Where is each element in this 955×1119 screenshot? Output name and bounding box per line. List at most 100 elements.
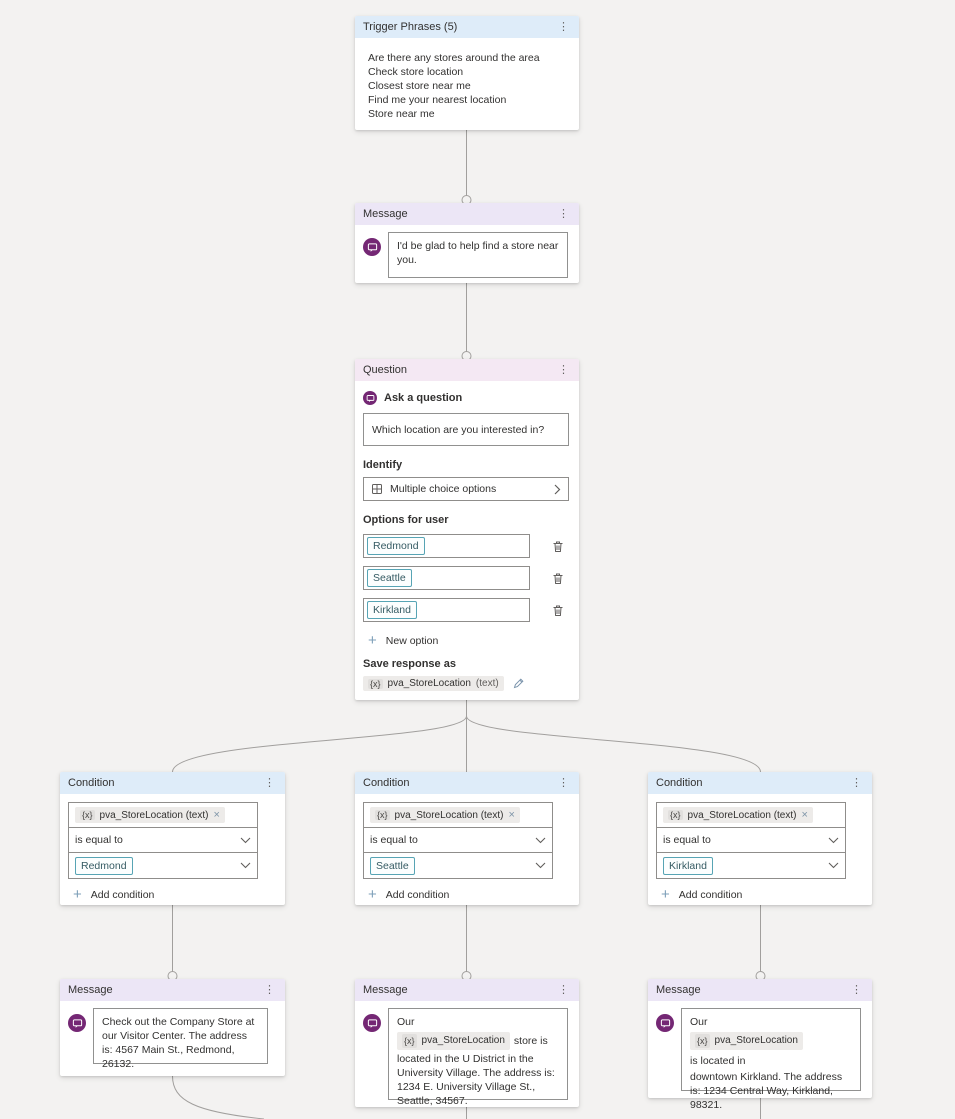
new-option-label: New option	[385, 635, 439, 647]
delete-option-icon[interactable]	[552, 604, 564, 617]
delete-option-icon[interactable]	[552, 572, 564, 585]
message-text-input[interactable]: I'd be glad to help find a store near yo…	[388, 232, 568, 278]
more-options-icon[interactable]: ⋮	[558, 776, 569, 789]
more-options-icon[interactable]: ⋮	[558, 363, 569, 376]
node-header: Message ⋮	[355, 979, 579, 1001]
identify-selector[interactable]: Multiple choice options	[363, 477, 569, 501]
node-title: Message	[363, 208, 408, 220]
message-text-rest: downtown Kirkland. The address is: 1234 …	[690, 1071, 843, 1111]
condition-variable-row[interactable]: {x} pva_StoreLocation (text) ×	[364, 803, 552, 828]
condition-variable-row[interactable]: {x} pva_StoreLocation (text) ×	[657, 803, 845, 828]
more-options-icon[interactable]: ⋮	[851, 983, 862, 996]
condition-value-chip[interactable]: Kirkland	[663, 856, 713, 875]
remove-variable-icon[interactable]: ×	[213, 809, 220, 821]
condition-node[interactable]: Condition ⋮ {x} pva_StoreLocation (text)…	[355, 772, 579, 905]
option-row: Redmond	[363, 534, 564, 558]
condition-operator-dropdown[interactable]: is equal to	[69, 828, 257, 853]
new-option-button[interactable]: + New option	[363, 632, 571, 649]
condition-node[interactable]: Condition ⋮ {x} pva_StoreLocation (text)…	[648, 772, 872, 905]
node-header: Message ⋮	[648, 979, 872, 1001]
trigger-phrase: Are there any stores around the area	[368, 52, 540, 64]
message-node[interactable]: Message ⋮ Our {x} pva_StoreLocation is l…	[648, 979, 872, 1111]
remove-variable-icon[interactable]: ×	[801, 809, 808, 821]
message-text-pre: Our	[690, 1016, 708, 1028]
condition-value-dropdown[interactable]: Seattle	[364, 853, 552, 878]
variable-chip[interactable]: {x} pva_StoreLocation (text) ×	[370, 807, 520, 823]
edit-variable-icon[interactable]	[512, 677, 525, 690]
trigger-phrase-list: Are there any stores around the area Che…	[355, 38, 579, 121]
variable-chip[interactable]: {x} pva_StoreLocation	[397, 1032, 510, 1050]
option-input[interactable]: Redmond	[363, 534, 530, 558]
variable-token-icon: {x}	[375, 810, 390, 820]
trigger-phrase: Check store location	[368, 66, 464, 78]
condition-operator-dropdown[interactable]: is equal to	[364, 828, 552, 853]
option-input[interactable]: Seattle	[363, 566, 530, 590]
node-title: Message	[363, 984, 408, 996]
message-text: I'd be glad to help find a store near yo…	[397, 240, 559, 266]
message-text-input[interactable]: Our {x} pva_StoreLocation is located in …	[681, 1008, 861, 1111]
more-options-icon[interactable]: ⋮	[264, 983, 275, 996]
message-text-after-chip: store is	[513, 1035, 548, 1047]
more-options-icon[interactable]: ⋮	[851, 776, 862, 789]
condition-value-chip[interactable]: Seattle	[370, 856, 415, 875]
option-chip[interactable]: Seattle	[367, 569, 412, 587]
message-bubble-icon	[363, 238, 381, 256]
more-options-icon[interactable]: ⋮	[558, 20, 569, 33]
message-text-input[interactable]: Check out the Company Store at our Visit…	[93, 1008, 268, 1070]
add-condition-button[interactable]: + Add condition	[68, 886, 277, 903]
node-header: Condition ⋮	[60, 772, 285, 794]
condition-value-chip[interactable]: Redmond	[75, 856, 133, 875]
variable-chip[interactable]: {x} pva_StoreLocation (text) ×	[663, 807, 813, 823]
message-bubble-icon	[68, 1014, 86, 1032]
option-chip[interactable]: Kirkland	[367, 601, 417, 619]
message-node[interactable]: Message ⋮ I'd be glad to help find a sto…	[355, 203, 579, 283]
trigger-phrases-node[interactable]: Trigger Phrases (5) ⋮ Are there any stor…	[355, 16, 579, 130]
variable-chip[interactable]: {x} pva_StoreLocation (text) ×	[75, 807, 225, 823]
message-bubble-icon	[656, 1014, 674, 1032]
plus-icon: +	[73, 886, 82, 903]
message-text-rest: located in the U District in the Univers…	[397, 1053, 555, 1107]
condition-value-dropdown[interactable]: Kirkland	[657, 853, 845, 878]
condition-value-dropdown[interactable]: Redmond	[69, 853, 257, 878]
node-header: Question ⋮	[355, 359, 579, 381]
condition-variable-row[interactable]: {x} pva_StoreLocation (text) ×	[69, 803, 257, 828]
condition-node[interactable]: Condition ⋮ {x} pva_StoreLocation (text)…	[60, 772, 285, 905]
trigger-phrase: Find me your nearest location	[368, 94, 507, 106]
add-condition-button[interactable]: + Add condition	[656, 886, 864, 903]
options-for-user-label: Options for user	[363, 514, 449, 526]
variable-chip[interactable]: {x} pva_StoreLocation (text)	[363, 676, 504, 691]
plus-icon: +	[368, 632, 377, 649]
more-options-icon[interactable]: ⋮	[264, 776, 275, 789]
ask-a-question-label: Ask a question	[384, 392, 463, 404]
message-text-input[interactable]: Our {x} pva_StoreLocation store is locat…	[388, 1008, 568, 1107]
option-chip[interactable]: Redmond	[367, 537, 425, 555]
more-options-icon[interactable]: ⋮	[558, 207, 569, 220]
question-node[interactable]: Question ⋮ Ask a question Which location…	[355, 359, 579, 700]
variable-name: pva_StoreLocation (text)	[394, 809, 504, 821]
variable-token-icon: {x}	[368, 678, 383, 689]
operator-value: is equal to	[370, 834, 418, 846]
option-row: Seattle	[363, 566, 564, 590]
message-node[interactable]: Message ⋮ Our {x} pva_StoreLocation stor…	[355, 979, 579, 1107]
node-header: Message ⋮	[60, 979, 285, 1001]
trigger-phrase: Store near me	[368, 108, 435, 120]
question-text-input[interactable]: Which location are you interested in?	[363, 413, 569, 446]
condition-operator-dropdown[interactable]: is equal to	[657, 828, 845, 853]
message-node[interactable]: Message ⋮ Check out the Company Store at…	[60, 979, 285, 1076]
more-options-icon[interactable]: ⋮	[558, 983, 569, 996]
node-title: Condition	[68, 777, 115, 789]
option-row: Kirkland	[363, 598, 564, 622]
option-input[interactable]: Kirkland	[363, 598, 530, 622]
delete-option-icon[interactable]	[552, 540, 564, 553]
chevron-down-icon	[240, 862, 251, 869]
message-text-pre: Our	[397, 1016, 415, 1028]
add-condition-label: Add condition	[90, 889, 155, 901]
node-title: Condition	[363, 777, 410, 789]
plus-icon: +	[661, 886, 670, 903]
add-condition-button[interactable]: + Add condition	[363, 887, 571, 902]
variable-chip[interactable]: {x} pva_StoreLocation	[690, 1032, 803, 1050]
operator-value: is equal to	[663, 834, 711, 846]
remove-variable-icon[interactable]: ×	[508, 809, 515, 821]
variable-type: (text)	[475, 678, 499, 689]
identify-label: Identify	[363, 459, 403, 471]
